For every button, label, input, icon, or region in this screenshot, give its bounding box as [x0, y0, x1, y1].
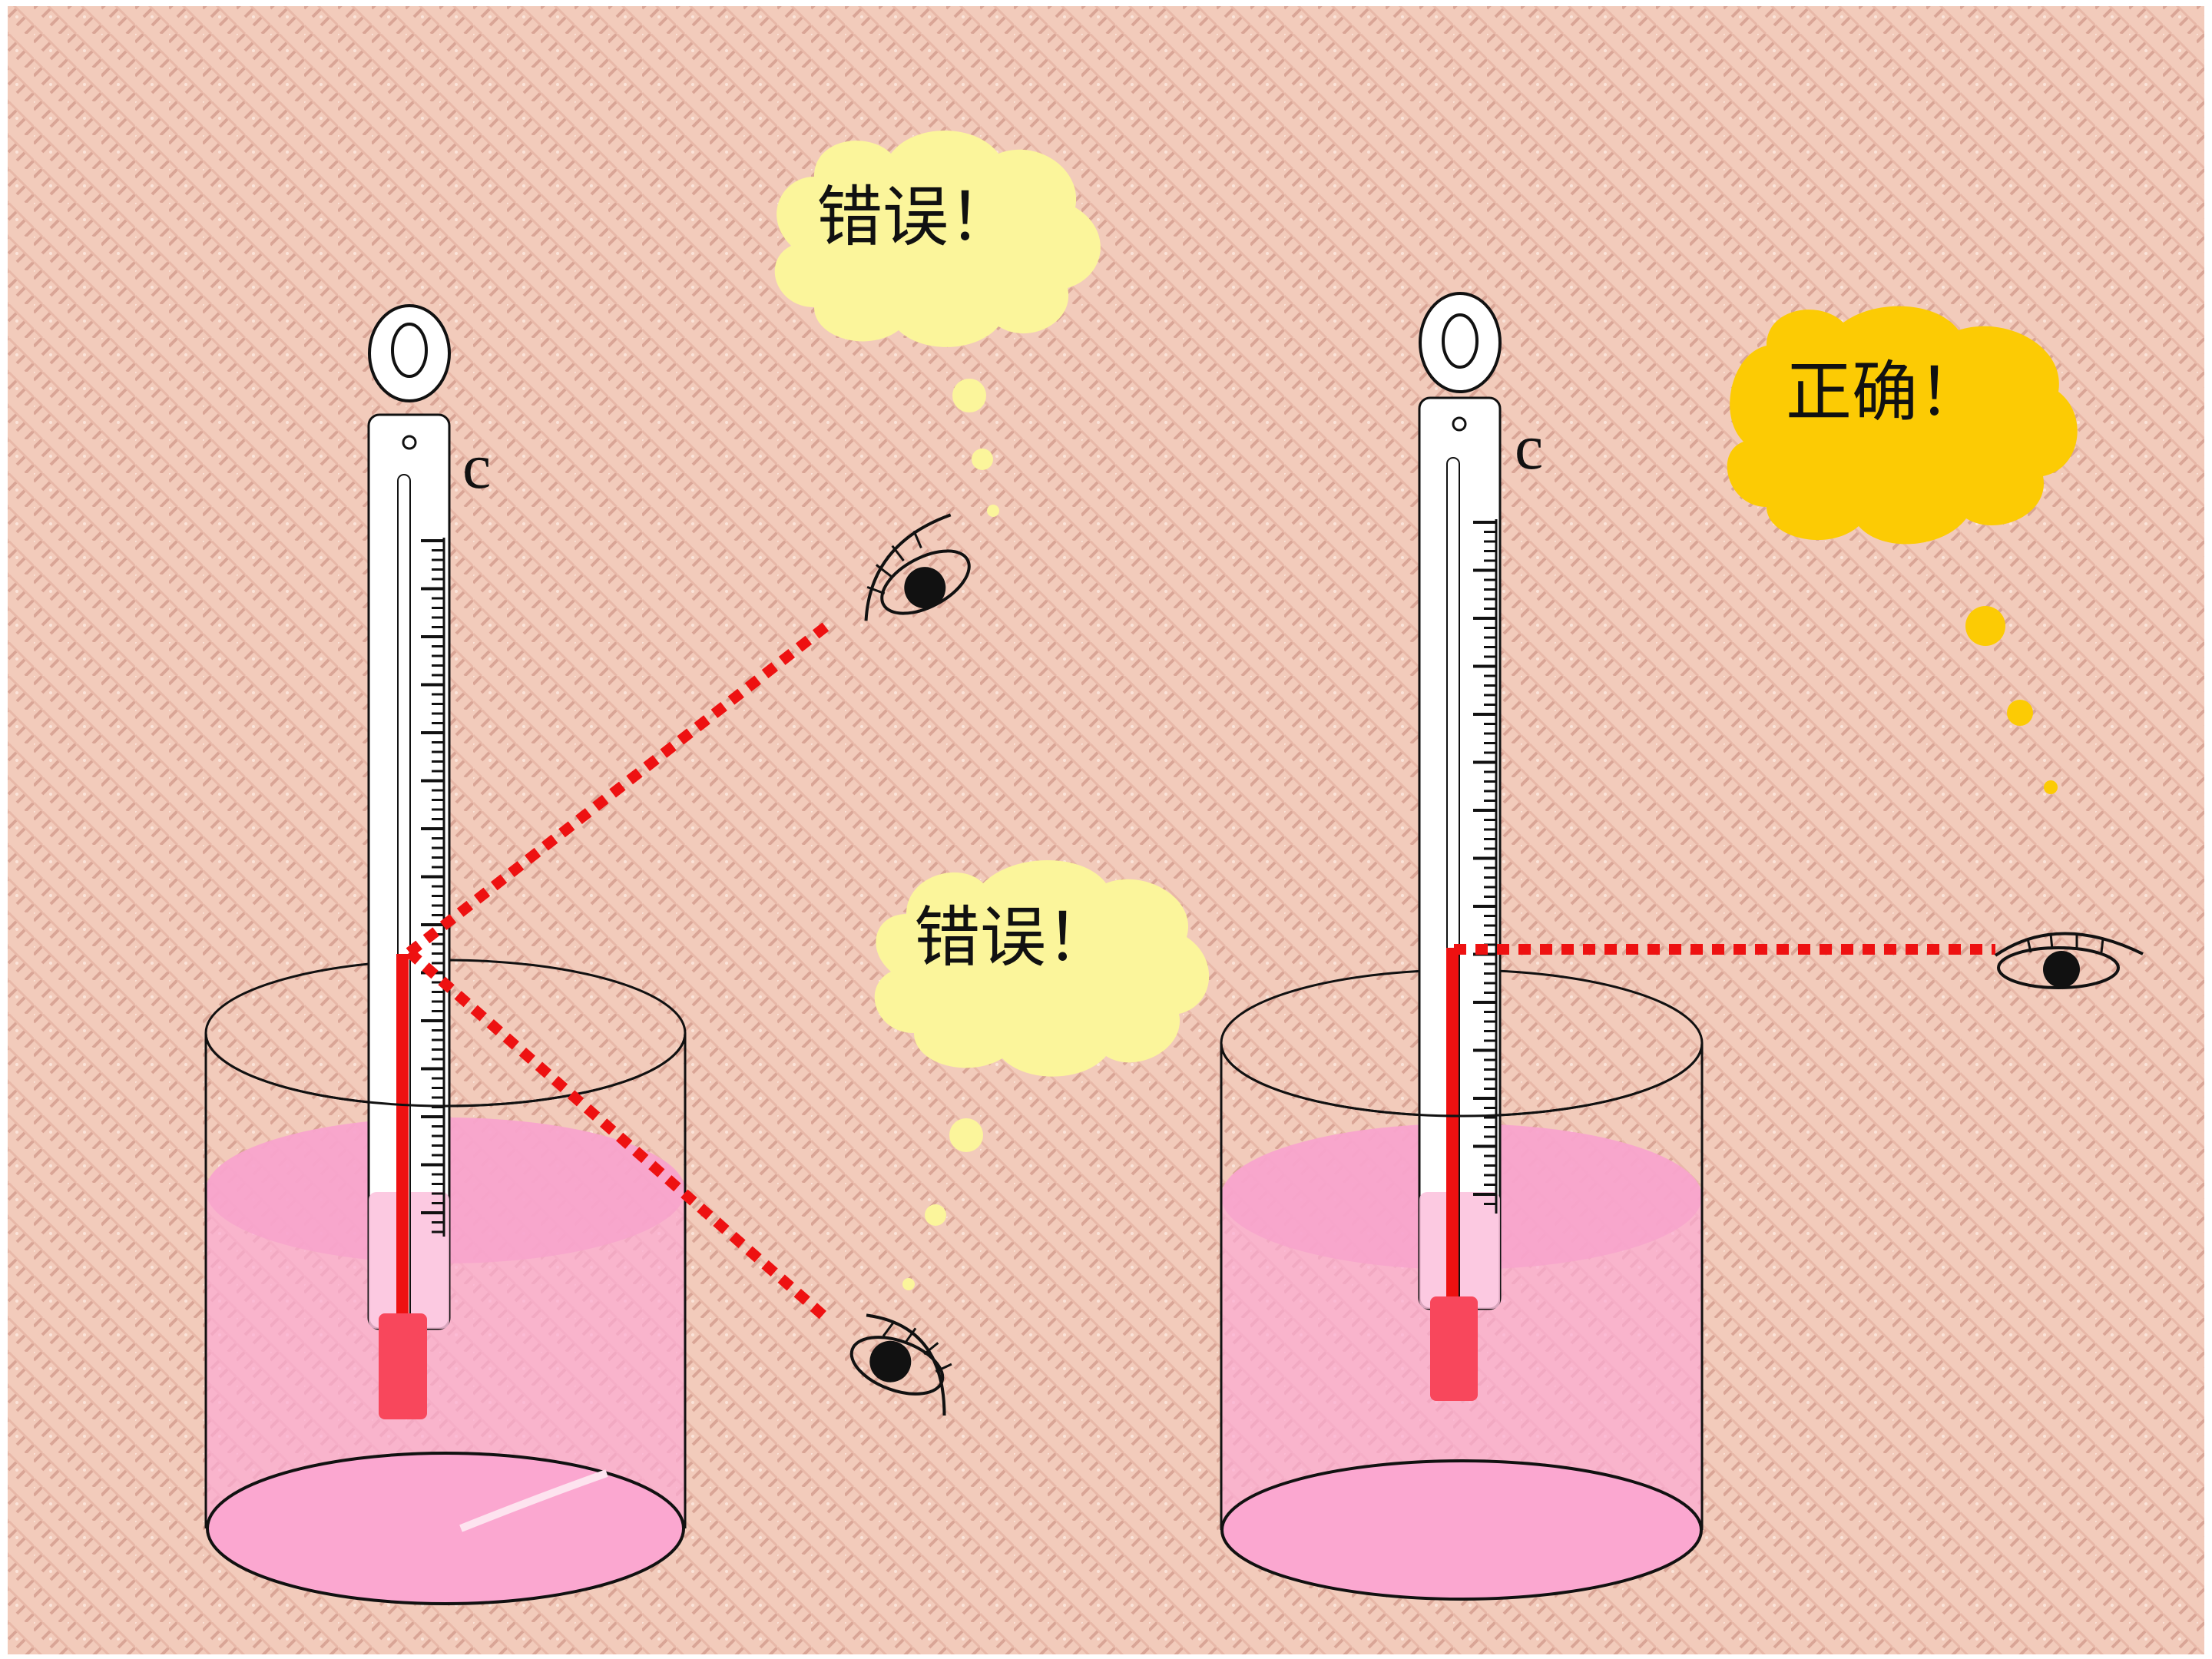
- thermometer-left-scale: [421, 539, 444, 1233]
- beaker-left-bottom: [206, 1452, 685, 1605]
- thought-dot: [902, 1278, 915, 1290]
- thought-bubble-wrong-lower: 错误！: [874, 860, 1210, 1290]
- sight-line-from-above: [406, 619, 833, 957]
- thought-dot: [972, 449, 993, 470]
- eye-icon: [849, 1313, 952, 1416]
- thermometer-right-bulb: [1430, 1296, 1478, 1401]
- ring-icon: [1419, 292, 1502, 393]
- unit-label-right: c: [1515, 412, 1543, 483]
- ring-hole: [1442, 313, 1479, 369]
- thought-dot: [952, 379, 986, 412]
- thermometer-left-liquid: [396, 954, 409, 1330]
- thermometer-right-hole: [1452, 416, 1467, 432]
- thermometer-right-scale: [1473, 521, 1496, 1205]
- eye-icon: [864, 513, 971, 621]
- bubble-wrong-upper-cloud: [774, 131, 1101, 347]
- thought-dot: [925, 1204, 946, 1226]
- thermometer-right-liquid: [1446, 948, 1459, 1309]
- bubble-wrong-lower-cloud: [874, 860, 1210, 1077]
- label-correct: 正确！: [1786, 354, 1984, 431]
- thought-dot: [987, 505, 999, 517]
- ring-hole: [391, 323, 428, 378]
- thought-bubble-correct: 正确！: [1727, 306, 2078, 794]
- sight-line-from-below: [406, 948, 832, 1324]
- unit-label-left: c: [462, 431, 491, 502]
- thermometer-left-hole: [402, 435, 417, 450]
- thermometer-left: c: [367, 304, 491, 1419]
- thought-dot: [2007, 700, 2033, 726]
- eye-icon: [1994, 932, 2144, 989]
- thought-bubble-wrong-upper: 错误！: [774, 131, 1101, 517]
- beaker-right-rim-front: [1220, 1042, 1704, 1118]
- thermometer-right: c: [1418, 292, 1543, 1401]
- thought-dot: [2044, 780, 2058, 794]
- beaker-left: [204, 959, 687, 1605]
- thermometer-left-bulb: [379, 1313, 427, 1419]
- thought-dot: [1965, 606, 2005, 646]
- ring-icon: [368, 304, 451, 402]
- label-wrong-lower: 错误！: [914, 899, 1112, 976]
- thought-dot: [949, 1118, 983, 1152]
- beaker-right-bottom: [1220, 1459, 1703, 1601]
- label-wrong-upper: 错误！: [816, 179, 1015, 256]
- bubble-correct-cloud: [1727, 306, 2078, 545]
- beaker-left-rim-front: [204, 1032, 687, 1108]
- beaker-left-crack: [459, 1469, 608, 1532]
